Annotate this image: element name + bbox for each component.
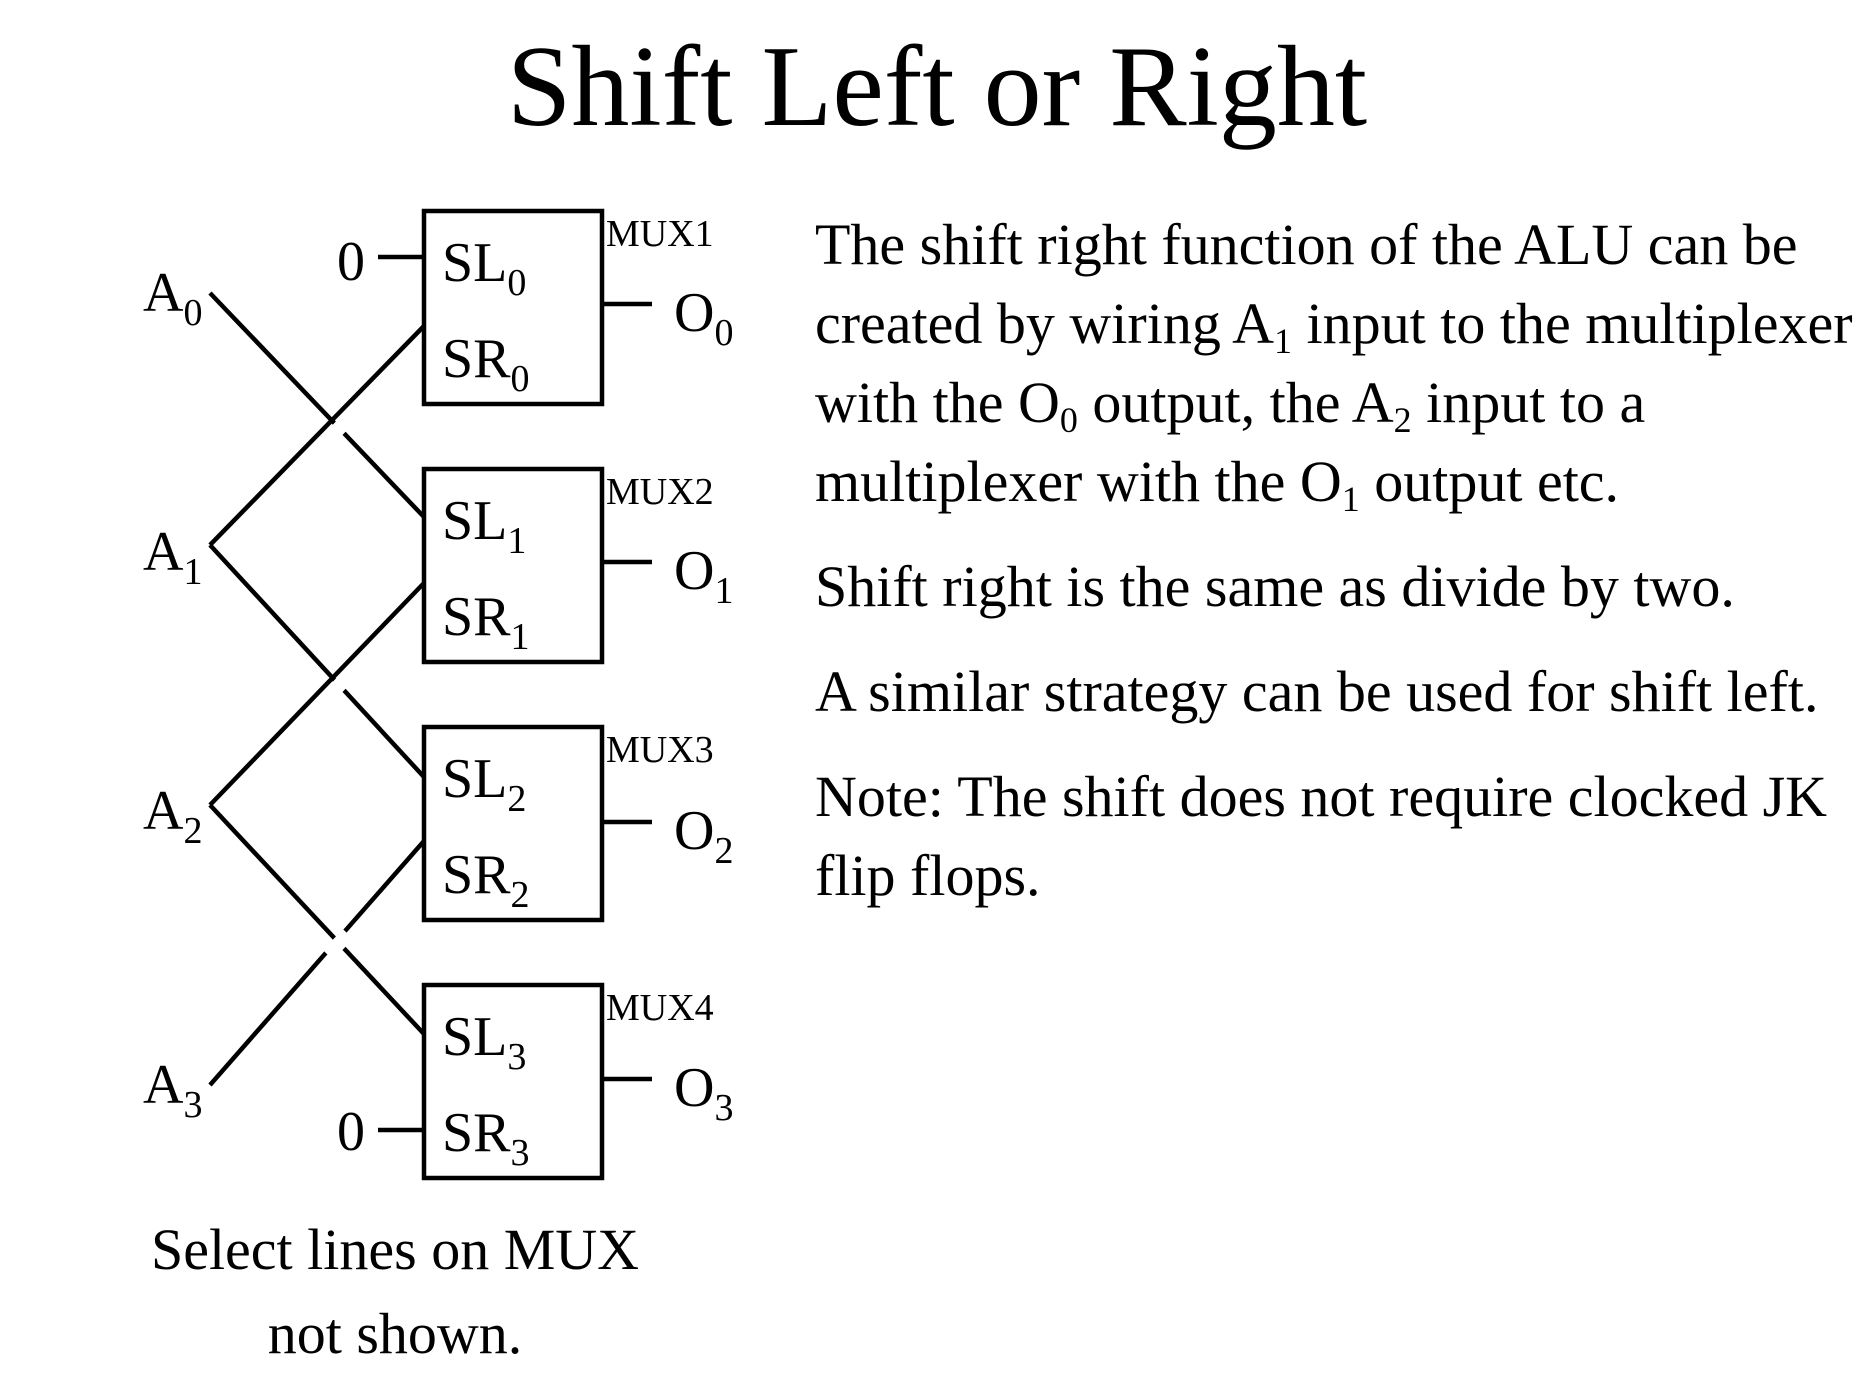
mux-1-sr-label: SR0 [442,328,530,400]
mux-4-output-label: O3 [674,1057,733,1129]
constant-zero-top: 0 [337,231,365,293]
description-paragraph-2: Shift right is the same as divide by two… [815,554,1735,619]
wire-a2-to-sl3 [208,803,426,1036]
mux-2-sr-label: SR1 [442,586,530,658]
caption-line-1: Select lines on MUX [150,1217,640,1282]
input-a3-label: A3 [143,1054,202,1126]
input-a1-label: A1 [143,521,202,593]
mux-4-name: MUX4 [606,987,714,1029]
slide-title: Shift Left or Right [506,23,1368,151]
description: The shift right function of the ALU can … [815,205,1860,941]
mux-3-name: MUX3 [606,729,714,771]
mux-3-sl-label: SL2 [442,748,526,820]
input-labels: A0 A1 A2 A3 [143,262,202,1126]
crossing-gap-2 [322,671,354,702]
crossing-gap-1 [322,414,354,445]
mux-2-name: MUX2 [606,471,714,513]
caption-line-2: not shown. [267,1301,523,1366]
input-a2-label: A2 [143,780,202,852]
mux-1: SL0 SR0 MUX1 O0 [421,208,733,407]
input-a0-label: A0 [143,262,202,334]
mux-2: SL1 SR1 MUX2 O1 [421,466,733,665]
mux-3-sr-label: SR2 [442,844,530,916]
wires [208,254,652,1133]
mux-3-box [421,724,605,923]
mux-1-sl-label: SL0 [442,232,526,304]
wire-a0-to-sl1 [208,291,426,519]
mux-1-name: MUX1 [606,213,714,255]
mux-4-sr-label: SR3 [442,1102,530,1174]
mux-4-box [421,982,605,1181]
mux-1-output-label: O0 [674,282,733,354]
description-paragraph-4: Note: The shift does not require clocked… [815,764,1828,908]
diagram-caption: Select lines on MUX not shown. [80,1208,710,1376]
wire-crossings [322,414,354,960]
mux-1-box [421,208,605,407]
crossing-gap-3 [322,929,354,960]
mux-4: SL3 SR3 MUX4 O3 [421,982,733,1181]
wire-a1-to-sl2 [208,543,426,779]
mux-3-output-label: O2 [674,800,733,872]
mux-3: SL2 SR2 MUX3 O2 [421,724,733,923]
wire-a1-to-sr0 [208,324,426,547]
mux-2-output-label: O1 [674,540,733,612]
description-paragraph-3: A similar strategy can be used for shift… [815,659,1819,724]
mux-4-sl-label: SL3 [442,1006,526,1078]
mux-2-box [421,466,605,665]
wire-a3-to-sr2 [208,839,426,1087]
description-paragraph-1: The shift right function of the ALU can … [815,212,1853,520]
constant-zero-bottom: 0 [337,1101,365,1163]
wire-a2-to-sr1 [208,581,426,807]
mux-2-sl-label: SL1 [442,490,526,562]
